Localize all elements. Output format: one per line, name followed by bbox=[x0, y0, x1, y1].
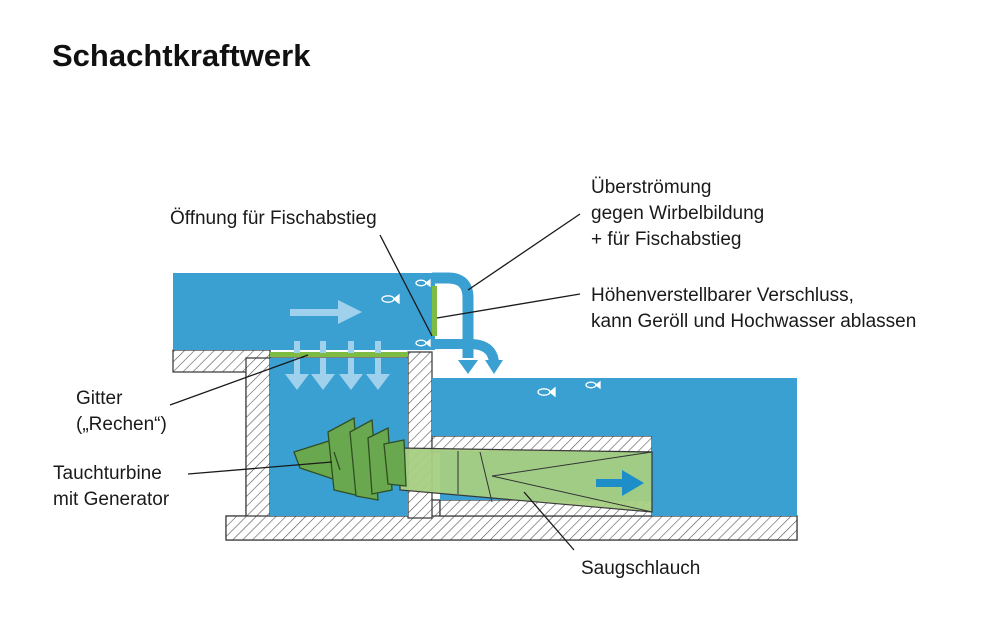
draft-tube-cone bbox=[491, 451, 653, 513]
label-draft-tube: Saugschlauch bbox=[581, 558, 700, 579]
under-gate-arrowhead bbox=[485, 360, 503, 374]
overflow-stream bbox=[432, 272, 474, 358]
label-screen-line1: Gitter bbox=[76, 388, 123, 409]
leader-screen bbox=[169, 354, 309, 406]
under-gate-stream bbox=[432, 339, 499, 363]
leader-overflow bbox=[467, 213, 581, 291]
page-title: Schachtkraftwerk bbox=[52, 38, 311, 73]
label-turbine-line2: mit Generator bbox=[53, 489, 170, 510]
screen-rake bbox=[270, 352, 408, 357]
fish-icon bbox=[537, 386, 556, 398]
downward-flow-arrows-top bbox=[294, 341, 381, 353]
label-turbine-line1: Tauchturbine bbox=[53, 463, 162, 484]
leader-draft-tube bbox=[523, 491, 575, 551]
tailwater bbox=[432, 378, 797, 436]
height-adjustable-gate bbox=[432, 286, 437, 336]
outflow-arrow-icon bbox=[596, 470, 644, 496]
leader-lines bbox=[169, 213, 581, 551]
fish-icon bbox=[585, 380, 601, 390]
label-gate-line2: kann Geröll und Hochwasser ablassen bbox=[591, 311, 916, 332]
flow-arrow-icon bbox=[290, 300, 362, 324]
tailwater-right bbox=[652, 436, 797, 516]
fish-icon bbox=[415, 338, 431, 348]
concrete-base bbox=[225, 515, 798, 541]
leader-turbine bbox=[187, 461, 333, 475]
label-screen-line2: („Rechen“) bbox=[76, 414, 167, 435]
leader-gate bbox=[436, 293, 581, 319]
submersible-turbine bbox=[293, 416, 407, 501]
label-overflow-line3: + für Fischabstieg bbox=[591, 229, 742, 250]
concrete-divider-wall bbox=[407, 351, 433, 519]
label-gate-line1: Höhenverstellbarer Verschluss, bbox=[591, 285, 854, 306]
label-fish-descent-opening: Öffnung für Fischabstieg bbox=[170, 208, 377, 229]
label-overflow-line1: Überströmung bbox=[591, 177, 711, 198]
downward-flow-arrows bbox=[285, 358, 390, 390]
label-overflow-line2: gegen Wirbelbildung bbox=[591, 203, 764, 224]
overflow-arrowhead bbox=[458, 360, 478, 374]
fish-icon bbox=[381, 293, 400, 305]
concrete-left-wall bbox=[245, 357, 271, 519]
leader-fish-opening bbox=[379, 234, 433, 337]
fish-icon bbox=[415, 278, 431, 288]
